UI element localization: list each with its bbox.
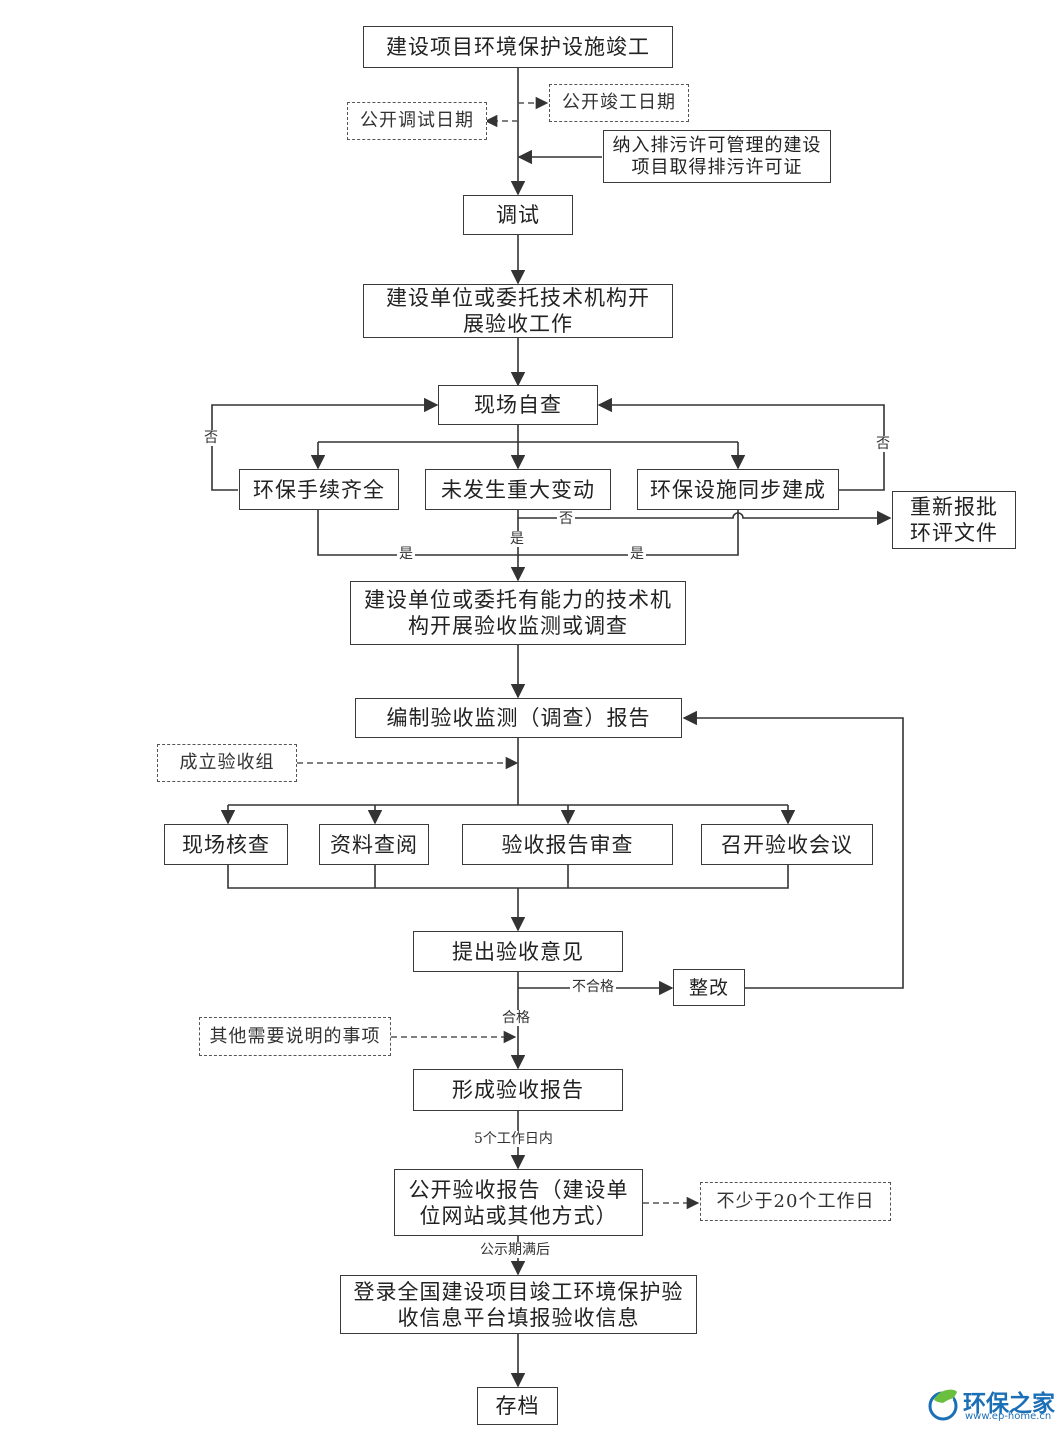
watermark-url: www.ep-home.cn [965,1411,1052,1422]
watermark-logo: 环保之家 www.ep-home.cn [925,1384,1061,1424]
form-group-box: 成立验收组 [157,744,297,782]
permit-label: 纳入排污许可管理的建设项目取得排污许可证 [612,134,822,178]
monitoring-label: 建设单位或委托有能力的技术机构开展验收监测或调查 [364,588,672,638]
public-completion-date-box: 公开竣工日期 [549,84,689,122]
public-debug-date-box: 公开调试日期 [347,102,487,140]
debug-box: 调试 [463,195,573,235]
other-matters-box: 其他需要说明的事项 [199,1017,391,1056]
leaf-logo-icon [928,1389,958,1421]
start-acceptance-box: 建设单位或委托技术机构开展验收工作 [363,284,673,338]
edge-label-yes-right: 是 [628,546,646,562]
completion-label: 建设项目环境保护设施竣工 [386,35,650,59]
publish-report-box: 公开验收报告（建设单位网站或其他方式） [394,1169,643,1236]
data-review-label: 资料查阅 [330,832,418,857]
edge-label-no-left: 否 [202,430,220,446]
self-check-label: 现场自查 [474,393,562,417]
re-approve-box: 重新报批环评文件 [892,491,1016,549]
rectify-label: 整改 [688,976,729,999]
edge-label-after-notice: 公示期满后 [478,1242,552,1258]
site-inspection-label: 现场核查 [182,832,270,857]
procedures-complete-box: 环保手续齐全 [239,469,399,510]
report-review-label: 验收报告审查 [501,832,634,857]
form-group-label: 成立验收组 [179,752,275,773]
report-review-box: 验收报告审查 [462,824,673,865]
no-major-change-label: 未发生重大变动 [441,477,595,502]
edge-label-yes-middle: 是 [508,531,526,547]
public-debug-date-label: 公开调试日期 [360,110,474,131]
permit-box: 纳入排污许可管理的建设项目取得排污许可证 [603,130,831,183]
meeting-box: 召开验收会议 [701,824,873,865]
public-completion-date-label: 公开竣工日期 [562,92,676,113]
monitoring-box: 建设单位或委托有能力的技术机构开展验收监测或调查 [350,581,686,645]
opinion-label: 提出验收意见 [452,939,584,964]
edge-label-no-middle: 否 [557,511,575,527]
debug-label: 调试 [496,203,540,227]
no-major-change-box: 未发生重大变动 [425,469,611,510]
edge-label-fail: 不合格 [570,979,616,995]
re-approve-label: 重新报批环评文件 [910,495,998,545]
facilities-synced-label: 环保设施同步建成 [650,477,826,502]
min-days-box: 不少于20个工作日 [700,1182,891,1221]
archive-label: 存档 [495,1394,540,1418]
rectify-box: 整改 [673,969,745,1006]
register-label: 登录全国建设项目竣工环境保护验收信息平台填报验收信息 [353,1279,684,1330]
site-inspection-box: 现场核查 [164,824,288,865]
meeting-label: 召开验收会议 [721,832,853,857]
register-box: 登录全国建设项目竣工环境保护验收信息平台填报验收信息 [340,1275,697,1334]
form-report-box: 形成验收报告 [413,1069,623,1111]
archive-box: 存档 [477,1387,558,1425]
publish-report-label: 公开验收报告（建设单位网站或其他方式） [408,1177,629,1228]
edge-label-yes-left: 是 [397,546,415,562]
completion-box: 建设项目环境保护设施竣工 [363,26,673,68]
data-review-box: 资料查阅 [319,824,429,865]
self-check-box: 现场自查 [438,385,598,425]
other-matters-label: 其他需要说明的事项 [209,1025,381,1047]
edge-label-within-days: 5个工作日内 [472,1131,555,1147]
edge-label-no-right: 否 [874,436,892,452]
facilities-synced-box: 环保设施同步建成 [637,469,839,510]
compile-report-box: 编制验收监测（调查）报告 [355,698,682,738]
procedures-complete-label: 环保手续齐全 [253,477,385,502]
compile-report-label: 编制验收监测（调查）报告 [386,706,651,730]
opinion-box: 提出验收意见 [413,931,623,972]
edge-label-pass: 合格 [500,1010,532,1026]
watermark-name: 环保之家 [963,1391,1055,1417]
form-report-label: 形成验收报告 [452,1078,584,1102]
min-days-label: 不少于20个工作日 [716,1190,875,1212]
start-acceptance-label: 建设单位或委托技术机构开展验收工作 [386,286,650,336]
